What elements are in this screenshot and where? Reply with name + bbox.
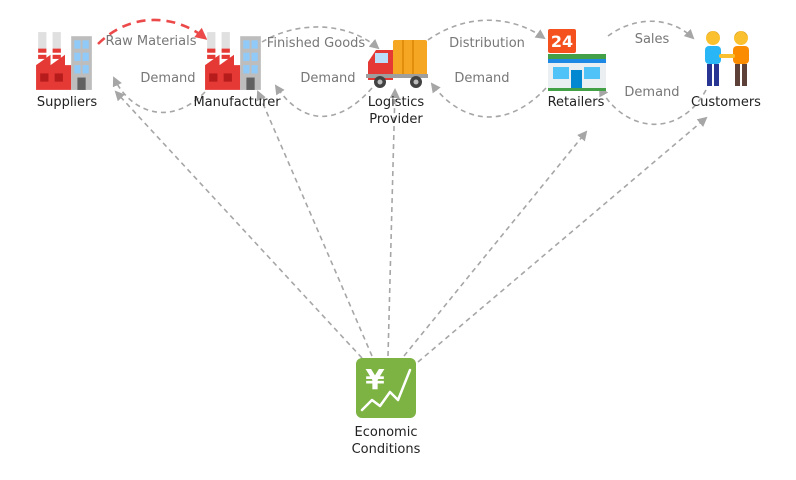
- node-retailers: 24 Retailers: [548, 29, 606, 110]
- factory-icon: [36, 32, 92, 90]
- node-label-economic-line1: Economic: [355, 425, 418, 440]
- edge-economic-logistics: [387, 88, 400, 357]
- edge-demand-retailers-logistics: [430, 82, 547, 118]
- yen-chart-icon: ¥: [356, 358, 416, 418]
- convenience-store-icon: 24: [548, 29, 606, 91]
- node-customers: Customers: [691, 31, 761, 110]
- node-economic-conditions: ¥ Economic Conditions: [352, 358, 421, 457]
- edge-label-demand-logistics: Demand: [454, 71, 509, 86]
- yen-symbol: ¥: [365, 363, 385, 396]
- node-logistics-provider: Logistics Provider: [366, 40, 428, 127]
- factory-icon: [205, 32, 261, 90]
- edge-distribution: [427, 19, 546, 41]
- edge-label-finished-goods: Finished Goods: [267, 36, 366, 51]
- people-holding-hands-icon: [705, 31, 749, 86]
- node-label-economic-line2: Conditions: [352, 442, 421, 457]
- edge-demand-manufacturer-suppliers: [112, 76, 206, 114]
- edge-label-demand-suppliers: Demand: [140, 71, 195, 86]
- edge-label-distribution: Distribution: [449, 36, 525, 51]
- node-suppliers: Suppliers: [36, 32, 97, 110]
- edge-label-sales: Sales: [635, 32, 670, 47]
- node-label-manufacturer: Manufacturer: [193, 95, 281, 110]
- edge-raw-materials: [97, 18, 208, 45]
- node-label-suppliers: Suppliers: [37, 95, 98, 110]
- edge-sales: [607, 20, 695, 40]
- edge-label-demand-retailers: Demand: [624, 85, 679, 100]
- delivery-truck-icon: [366, 40, 428, 88]
- node-label-retailers: Retailers: [548, 95, 605, 110]
- edge-demand-customers-retailers: [599, 86, 707, 126]
- edge-economic-retailers: [403, 130, 588, 357]
- edge-label-raw-materials: Raw Materials: [105, 34, 196, 49]
- edge-economic-manufacturer: [256, 90, 373, 357]
- edge-economic-customers: [417, 116, 708, 363]
- store-sign-text: 24: [551, 32, 573, 51]
- node-label-logistics-line1: Logistics: [368, 95, 424, 110]
- edge-label-demand-manufacturer: Demand: [300, 71, 355, 86]
- node-manufacturer: Manufacturer: [193, 32, 281, 110]
- node-label-customers: Customers: [691, 95, 761, 110]
- node-label-logistics-line2: Provider: [369, 112, 423, 127]
- edge-finished-goods: [261, 26, 380, 50]
- edge-economic-suppliers: [114, 90, 363, 359]
- edge-demand-logistics-manufacturer: [274, 84, 373, 118]
